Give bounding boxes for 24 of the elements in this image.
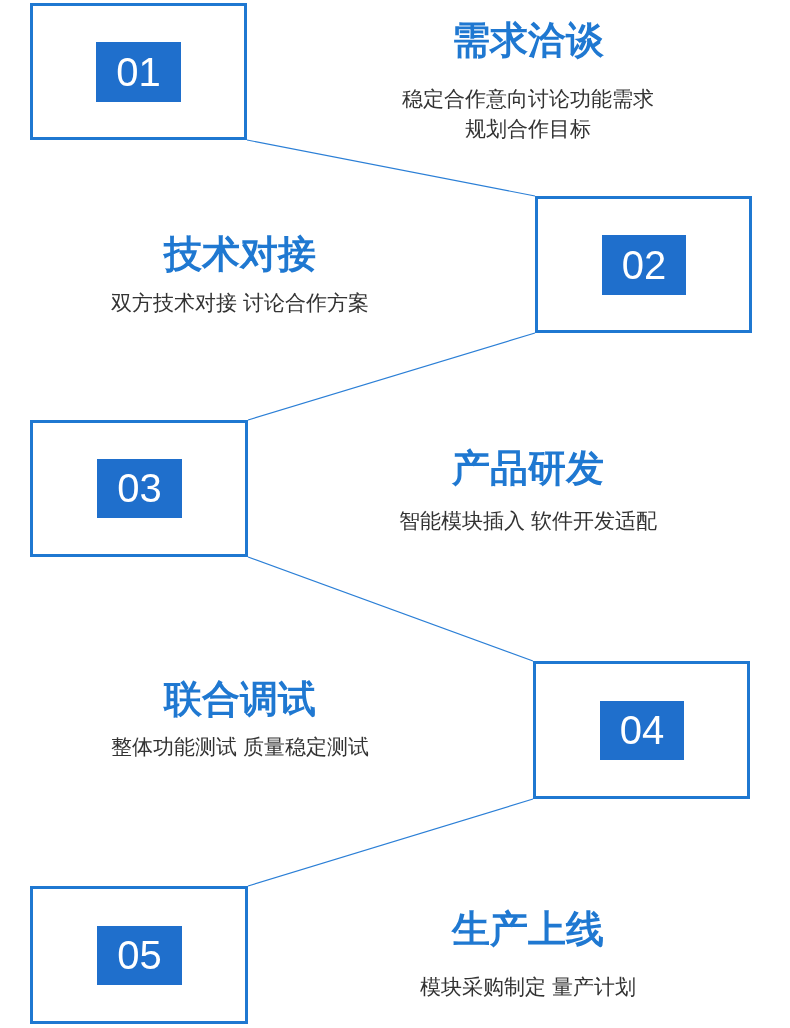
step-number: 05	[97, 926, 182, 985]
step-number: 04	[600, 701, 684, 760]
step-title: 生产上线	[452, 907, 604, 953]
step-description: 稳定合作意向讨论功能需求规划合作目标	[401, 86, 655, 144]
step-number: 03	[97, 459, 182, 518]
connector-line	[246, 139, 536, 197]
step-frame	[30, 886, 248, 1024]
step-number: 02	[602, 235, 686, 295]
connector-line	[247, 798, 534, 887]
step-description: 整体功能测试 质量稳定测试	[109, 734, 371, 761]
step-frame	[30, 3, 247, 140]
connector-line	[247, 332, 536, 421]
step-description: 模块采购制定 量产计划	[418, 974, 638, 1001]
step-frame	[535, 196, 752, 333]
step-number: 01	[96, 42, 181, 102]
step-frame	[30, 420, 248, 557]
step-title: 联合调试	[164, 677, 316, 723]
step-title: 需求洽谈	[452, 18, 604, 64]
step-description: 智能模块插入 软件开发适配	[397, 508, 659, 535]
step-frame	[533, 661, 750, 799]
step-title: 产品研发	[452, 446, 604, 492]
connector-line	[247, 556, 534, 662]
step-description: 双方技术对接 讨论合作方案	[109, 290, 371, 317]
step-title: 技术对接	[164, 232, 316, 278]
